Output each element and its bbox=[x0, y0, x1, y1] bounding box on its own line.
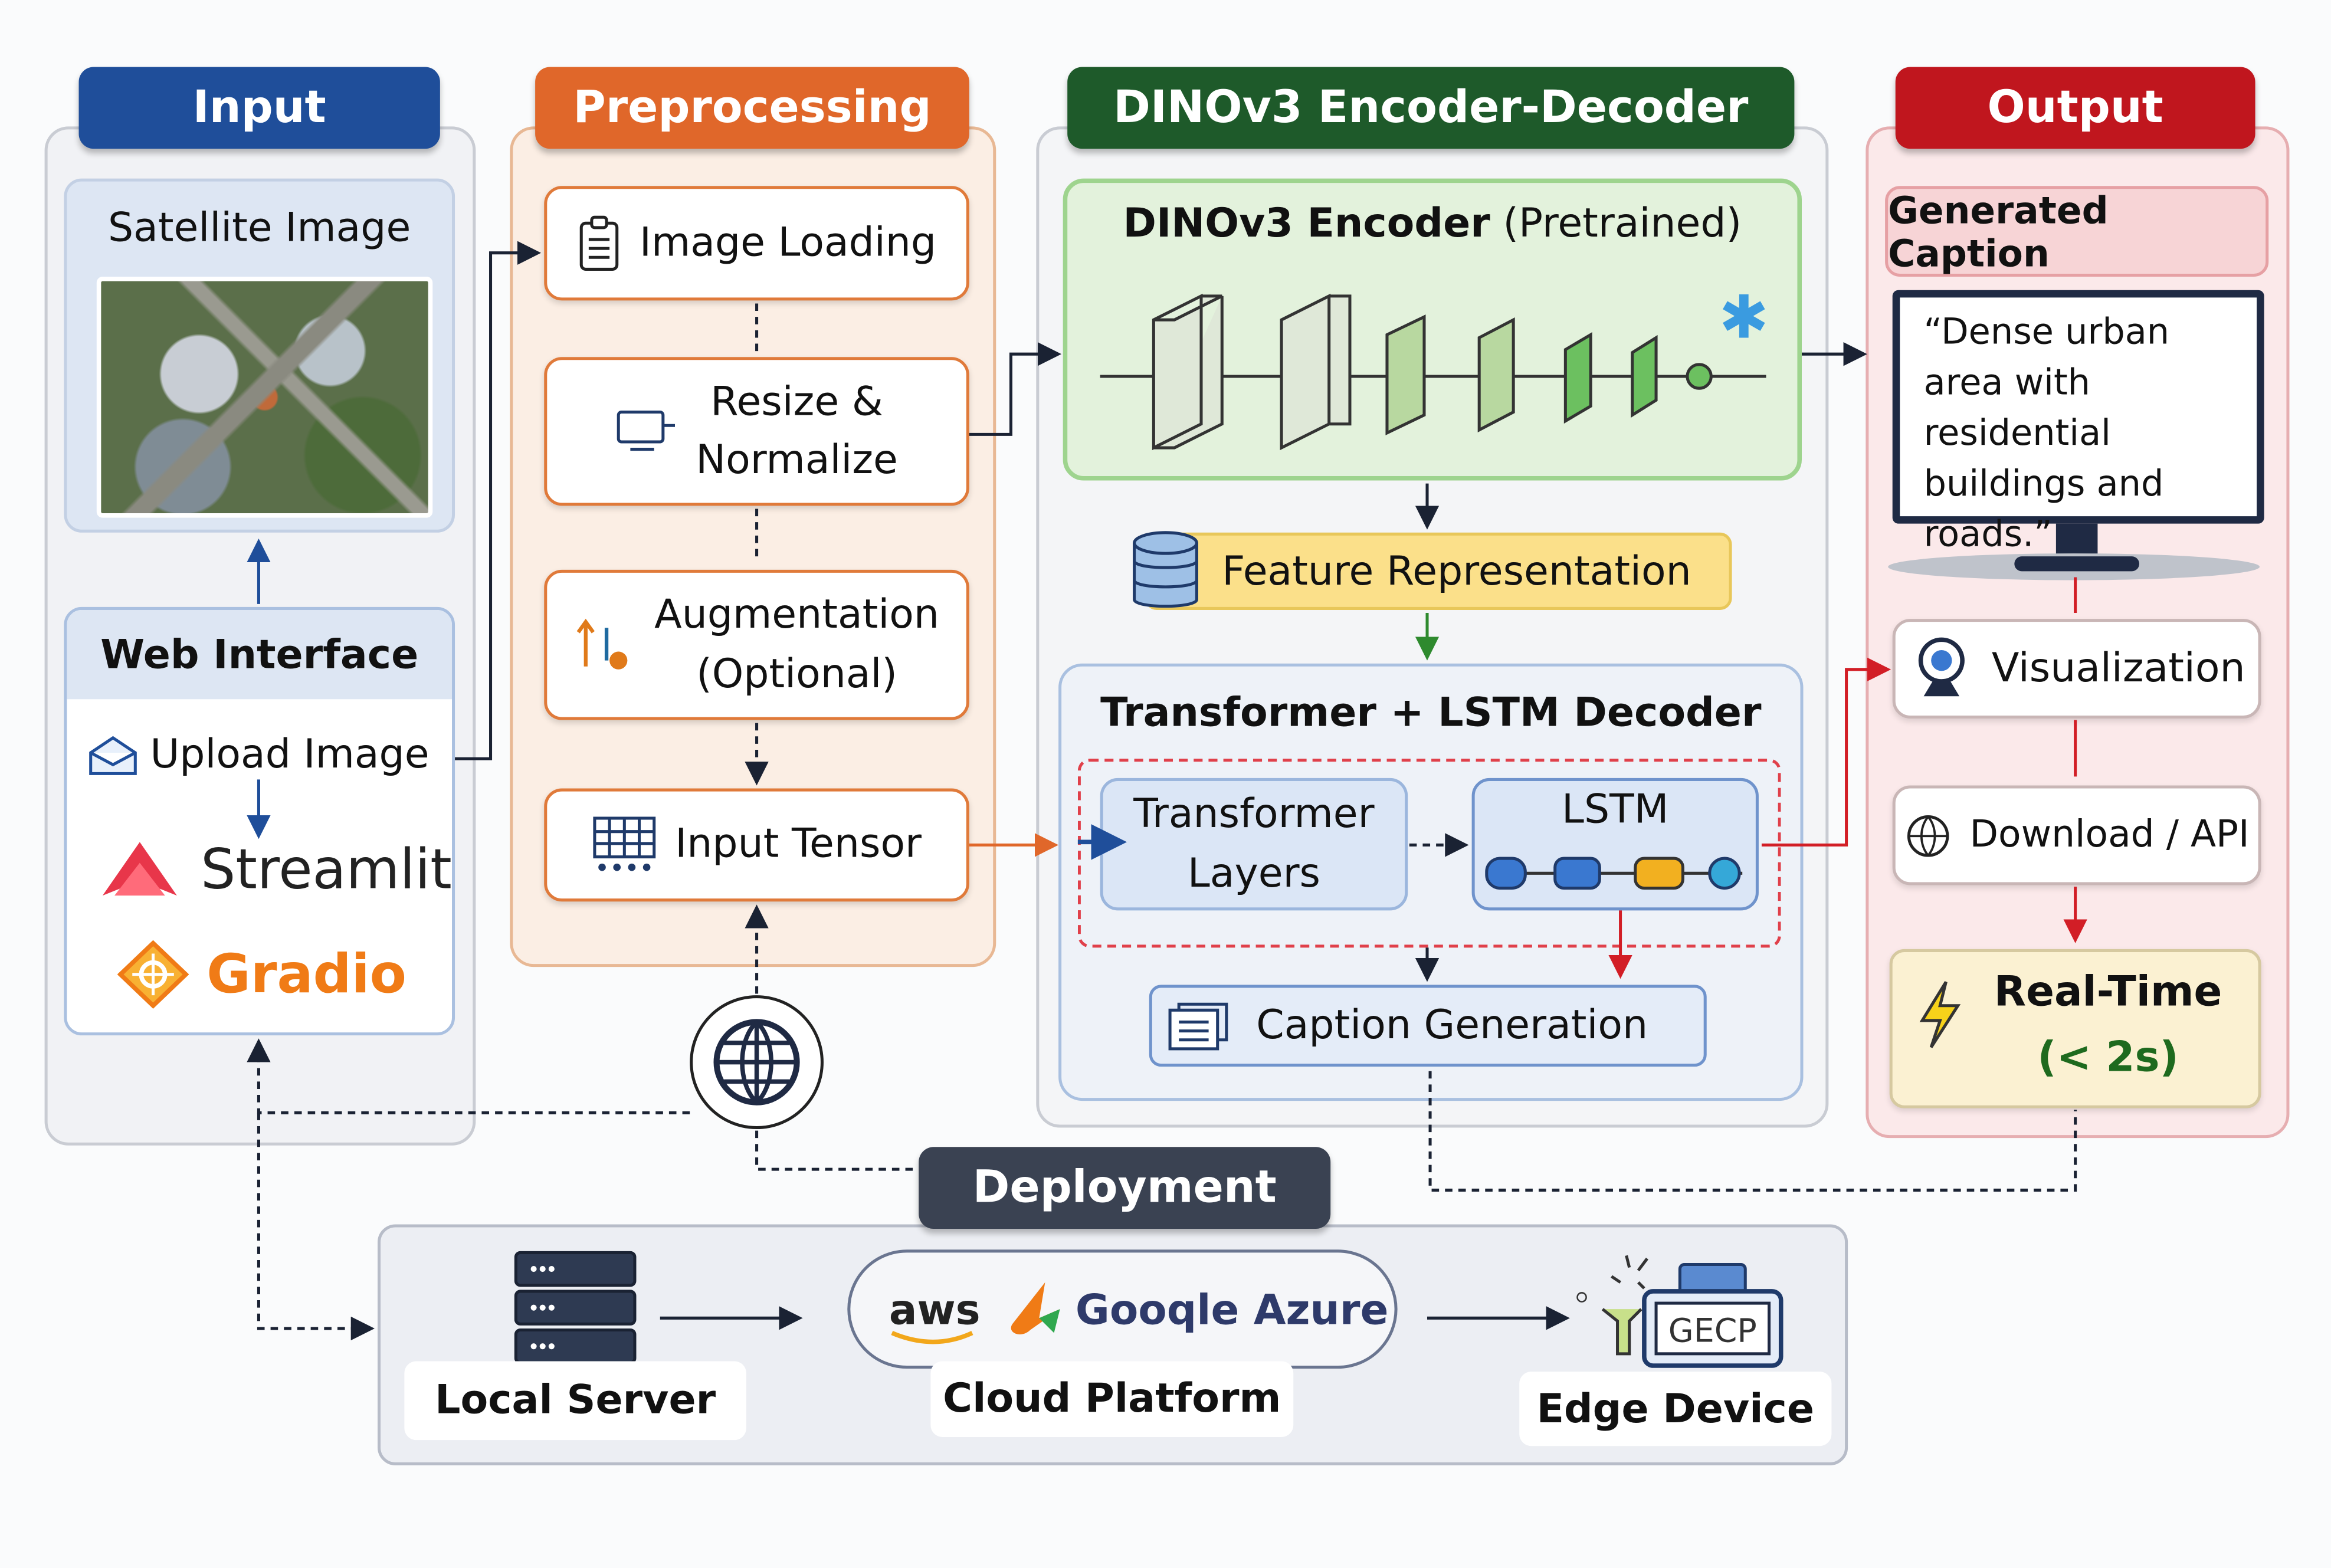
deployment-header: Deployment bbox=[919, 1147, 1331, 1229]
output-header: Output bbox=[1895, 67, 2255, 149]
caption-text: “Dense urban area with residential build… bbox=[1923, 311, 2170, 556]
edge-device-label: Edge Device bbox=[1519, 1372, 1832, 1446]
aws-logo: aws bbox=[889, 1285, 981, 1344]
preprocessing-header: Preprocessing bbox=[535, 67, 969, 149]
caption-generation: Caption Generation bbox=[1149, 985, 1707, 1067]
encoder-layers-graphic: ✱ bbox=[1100, 282, 1769, 451]
caption-monitor: “Dense urban area with residential build… bbox=[1892, 290, 2264, 555]
clipboard-icon bbox=[577, 215, 622, 271]
input-header: Input bbox=[78, 67, 440, 149]
document-lines-icon bbox=[1167, 1000, 1230, 1051]
model-header: DINOv3 Encoder-Decoder bbox=[1067, 67, 1795, 149]
realtime-label: Real-Time bbox=[1994, 967, 2222, 1016]
satellite-image bbox=[96, 277, 433, 518]
cloud-platform-label: Cloud Platform bbox=[930, 1361, 1294, 1438]
gradio-logo: Gradio bbox=[117, 940, 406, 1009]
lightning-icon bbox=[1916, 979, 1964, 1056]
web-interface-title: Web Interface bbox=[67, 609, 453, 700]
step-augmentation: Augmentation (Optional) bbox=[544, 569, 969, 720]
generated-caption-title: Generated Caption bbox=[1885, 186, 2269, 277]
step-input-tensor: Input Tensor bbox=[544, 788, 969, 902]
feature-representation: Feature Representation bbox=[1145, 532, 1732, 610]
local-server-label: Local Server bbox=[404, 1361, 746, 1441]
satellite-image-card: Satellite Image bbox=[64, 178, 455, 533]
globe-icon bbox=[690, 995, 824, 1130]
satellite-image-title: Satellite Image bbox=[108, 205, 411, 252]
web-interface-card: Web Interface Upload Image Streamlit Gra… bbox=[64, 606, 455, 1036]
snowflake-frozen-icon: ✱ bbox=[1719, 282, 1769, 352]
decoder-title: Transformer + LSTM Decoder bbox=[1100, 690, 1762, 737]
gecp-chip-label: GECP bbox=[1668, 1313, 1757, 1350]
globe-small-icon bbox=[1904, 812, 1952, 860]
webcam-icon bbox=[1909, 636, 1974, 701]
monitor-base bbox=[2014, 556, 2139, 572]
google-azure-logo-text: Gooqle Azure bbox=[1075, 1284, 1389, 1334]
google-swirl-icon bbox=[1001, 1280, 1070, 1339]
upload-image-button[interactable]: Upload Image bbox=[88, 732, 430, 778]
server-icon bbox=[513, 1249, 638, 1372]
gradio-icon bbox=[117, 940, 189, 1009]
streamlit-logo: Streamlit bbox=[97, 836, 452, 901]
lstm-label: LSTM bbox=[1562, 787, 1669, 834]
realtime-latency: (< 2s) bbox=[2037, 1032, 2179, 1082]
grid-tensor-icon bbox=[592, 815, 657, 875]
augmentation-icon bbox=[574, 615, 637, 675]
encoder-title: DINOv3 Encoder (Pretrained) bbox=[1123, 201, 1742, 247]
visualization-button[interactable]: Visualization bbox=[1892, 619, 2261, 719]
step-image-loading: Image Loading bbox=[544, 186, 969, 301]
edge-device-icon: GECP bbox=[1573, 1249, 1788, 1377]
step-resize-normalize: Resize & Normalize bbox=[544, 357, 969, 506]
transformer-layers: Transformer Layers bbox=[1100, 778, 1408, 911]
lstm-cells-graphic bbox=[1485, 857, 1743, 890]
envelope-upload-icon bbox=[88, 734, 139, 776]
upload-image-label: Upload Image bbox=[150, 731, 430, 778]
lstm-box: LSTM bbox=[1471, 778, 1759, 911]
monitor-resize-icon bbox=[615, 408, 678, 455]
database-icon bbox=[1130, 528, 1201, 620]
encoder-box: DINOv3 Encoder (Pretrained) ✱ bbox=[1063, 178, 1802, 481]
decoder-dashed-group bbox=[1077, 759, 1781, 948]
realtime-card: Real-Time (< 2s) bbox=[1889, 949, 2261, 1108]
download-api-button[interactable]: Download / API bbox=[1892, 785, 2261, 885]
streamlit-icon bbox=[97, 836, 183, 901]
cloud-providers-pill: aws Gooqle Azure bbox=[847, 1249, 1398, 1369]
